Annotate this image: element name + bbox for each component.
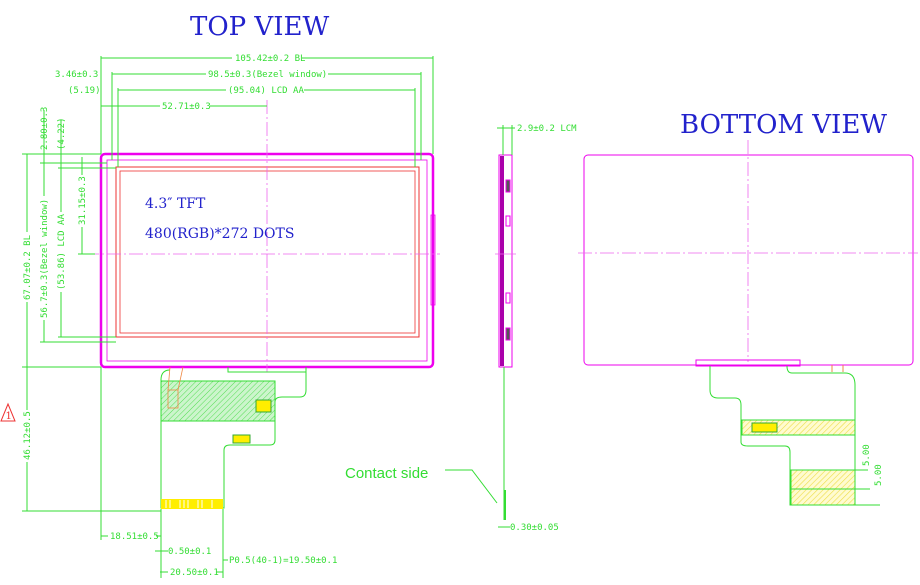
revision-triangle-icon: 1 xyxy=(0,402,16,422)
dim-stiffener-1: 5.00 xyxy=(862,444,872,466)
top-fpc xyxy=(160,366,307,509)
connector-pad xyxy=(255,399,272,413)
dim-aa-top-offset: (4.22) xyxy=(57,117,67,150)
dim-stiffener-2: 5.00 xyxy=(874,464,884,486)
bottom-view-title: BOTTOM VIEW xyxy=(680,110,887,140)
dim-fpc-offset: 18.51±0.5 xyxy=(110,532,159,542)
resolution-label: 480(RGB)*272 DOTS xyxy=(145,226,294,242)
side-tab xyxy=(430,214,436,306)
dim-bl-height: 67.07±0.2 BL xyxy=(23,235,33,300)
component xyxy=(167,389,179,409)
dim-bezel-width: 98.5±0.3(Bezel window) xyxy=(208,70,327,80)
gold-fingers xyxy=(161,499,223,509)
dim-aa-height: (53.86) LCD AA xyxy=(57,214,67,290)
side-view: 2.9±0.2 LCM 0.30±0.05 Contact side xyxy=(345,124,577,533)
dim-bl-width: 105.42±0.2 BL xyxy=(235,54,305,64)
dim-lcm-thickness: 2.9±0.2 LCM xyxy=(517,124,577,134)
svg-text:1: 1 xyxy=(6,411,12,422)
dim-pitch: P0.5(40-1)=19.50±0.1 xyxy=(229,556,337,566)
contact-side-label: Contact side xyxy=(345,465,428,482)
bottom-view: 5.00 5.00 xyxy=(578,140,918,506)
dim-aa-width: (95.04) LCD AA xyxy=(228,86,304,96)
dim-bezel-offset: 3.46±0.3 xyxy=(55,70,98,80)
bottom-finger-stiffener xyxy=(790,469,856,506)
dim-center-x: 52.71±0.3 xyxy=(162,102,211,112)
left-dimensions: 67.07±0.2 BL 56.7±0.3(Bezel window) (53.… xyxy=(0,107,161,512)
dim-finger-width: 20.50±0.1 xyxy=(170,568,219,578)
dim-pin-width: 0.50±0.1 xyxy=(168,547,211,557)
top-view: 4.3″ TFT 480(RGB)*272 DOTS xyxy=(85,100,440,372)
panel-size-label: 4.3″ TFT xyxy=(145,196,206,212)
active-area xyxy=(119,170,416,334)
dim-fpc-thickness: 0.30±0.05 xyxy=(510,523,559,533)
dim-center-y: 31.15±0.3 xyxy=(78,176,88,225)
dim-aa-offset: (5.19) xyxy=(68,86,101,96)
top-dimensions: 105.42±0.2 BL 98.5±0.3(Bezel window) (95… xyxy=(55,52,434,167)
dim-fpc-length: 46.12±0.5 xyxy=(23,411,33,460)
dim-top-offset: 2.80±0.3 xyxy=(40,107,50,150)
fpc-dimensions: 18.51±0.5 0.50±0.1 20.50±0.1 P0.5(40-1)=… xyxy=(100,367,337,578)
component-pad xyxy=(232,434,251,444)
dim-bezel-height: 56.7±0.3(Bezel window) xyxy=(40,199,50,318)
bezel-window xyxy=(115,166,420,338)
top-view-title: TOP VIEW xyxy=(190,12,329,42)
